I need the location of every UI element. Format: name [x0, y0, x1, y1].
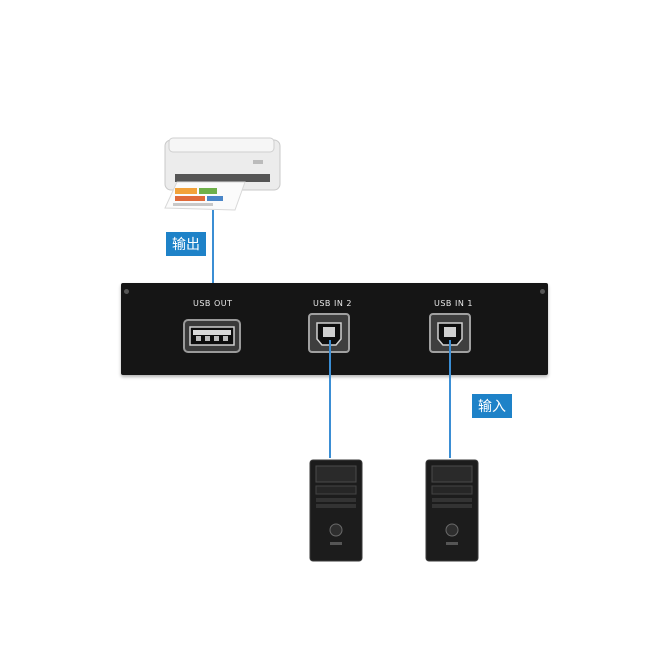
computer-cable-right [449, 340, 451, 458]
printer-icon [155, 130, 290, 215]
usb-a-port-icon[interactable] [183, 319, 241, 353]
input-tag: 输入 [472, 394, 512, 418]
desktop-computer-icon [424, 458, 480, 563]
usb-b-port-icon[interactable] [308, 313, 350, 353]
printer-cable [212, 210, 214, 336]
screw-left [124, 289, 129, 294]
desktop-computer-icon [308, 458, 364, 563]
output-tag: 输出 [166, 232, 206, 256]
screw-right [540, 289, 545, 294]
port-label-usb-in-1: USB IN 1 [434, 299, 473, 308]
port-label-usb-out: USB OUT [193, 299, 233, 308]
usb-b-port-icon[interactable] [429, 313, 471, 353]
usb-switch-device: USB OUT USB IN 2 USB IN 1 [121, 283, 548, 375]
computer-cable-left [329, 340, 331, 458]
port-label-usb-in-2: USB IN 2 [313, 299, 352, 308]
